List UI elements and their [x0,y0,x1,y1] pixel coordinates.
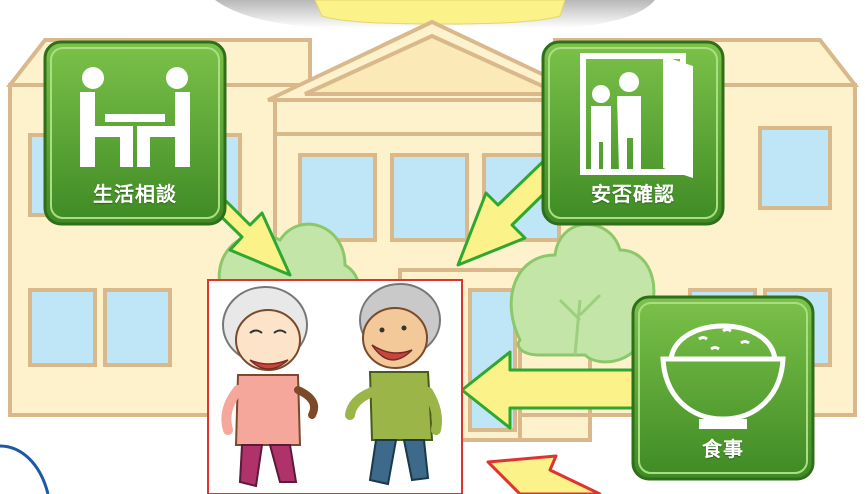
decorative-arc [0,444,50,494]
grandfather-figure [345,283,442,486]
door-visit-icon [580,53,693,178]
arrow-bottom [486,454,602,494]
grandmother-figure [221,286,319,488]
top-banner [215,0,655,28]
consultation-tile [43,40,227,226]
meals-tile [631,295,815,481]
safety-check-tile [541,40,725,226]
consultation-icon [80,67,190,167]
elderly-couple-illustration [207,279,463,494]
arrow-meals [460,350,642,430]
rice-bowl-icon [660,323,786,429]
